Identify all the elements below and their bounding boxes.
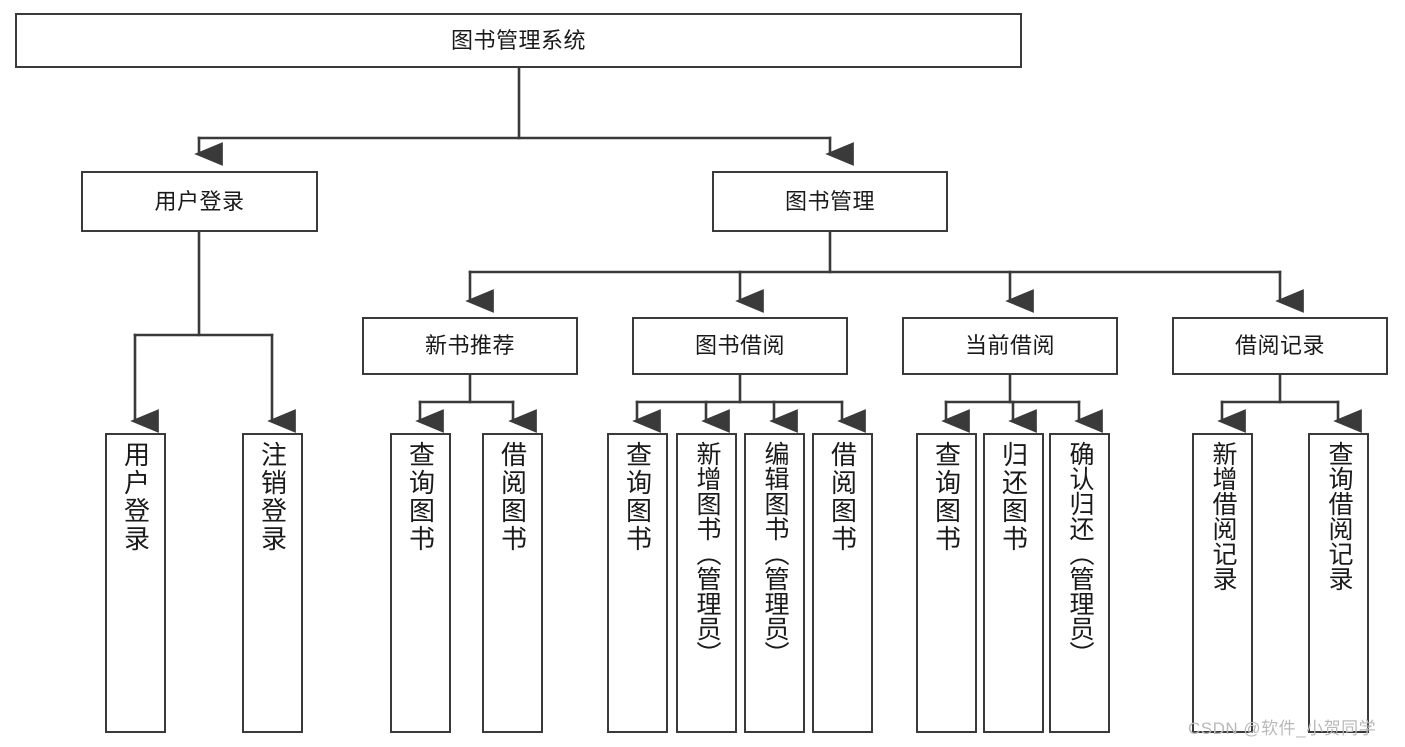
leaf-record-add[interactable]: 新增借阅记录 xyxy=(1192,433,1253,733)
node-root[interactable]: 图书管理系统 xyxy=(15,13,1022,68)
leaf-borrow-add-book[interactable]: 新增图书（管理员） xyxy=(676,433,737,733)
node-current-borrow-label: 当前借阅 xyxy=(964,333,1055,358)
leaf-recommend-query-book-label: 查询图书 xyxy=(405,441,436,553)
node-book-borrow[interactable]: 图书借阅 xyxy=(632,317,848,375)
leaf-recommend-borrow-book[interactable]: 借阅图书 xyxy=(482,433,543,733)
node-user-login-label: 用户登录 xyxy=(154,188,245,214)
leaf-current-return-book[interactable]: 归还图书 xyxy=(983,433,1044,733)
leaf-current-query-book[interactable]: 查询图书 xyxy=(916,433,977,733)
node-book-management[interactable]: 图书管理 xyxy=(712,171,948,232)
leaf-current-confirm-return[interactable]: 确认归还（管理员） xyxy=(1049,433,1110,733)
leaf-current-query-book-label: 查询图书 xyxy=(931,441,962,553)
leaf-current-return-book-label: 归还图书 xyxy=(998,441,1029,553)
leaf-borrow-borrow-book-label: 借阅图书 xyxy=(827,441,858,553)
leaf-user-login[interactable]: 用户登录 xyxy=(105,433,166,733)
leaf-user-login-label: 用户登录 xyxy=(120,441,151,553)
node-borrow-record[interactable]: 借阅记录 xyxy=(1172,317,1388,375)
leaf-recommend-query-book[interactable]: 查询图书 xyxy=(390,433,451,733)
leaf-recommend-borrow-book-label: 借阅图书 xyxy=(497,441,528,553)
leaf-borrow-edit-book[interactable]: 编辑图书（管理员） xyxy=(744,433,805,733)
node-borrow-record-label: 借阅记录 xyxy=(1234,333,1325,358)
leaf-borrow-edit-book-label: 编辑图书（管理员） xyxy=(761,441,789,666)
leaf-borrow-query-book[interactable]: 查询图书 xyxy=(607,433,668,733)
leaf-logout-label: 注销登录 xyxy=(257,441,288,553)
leaf-borrow-query-book-label: 查询图书 xyxy=(622,441,653,553)
leaf-borrow-borrow-book[interactable]: 借阅图书 xyxy=(812,433,873,733)
node-book-borrow-label: 图书借阅 xyxy=(694,333,785,358)
node-root-label: 图书管理系统 xyxy=(450,27,586,53)
leaf-borrow-add-book-label: 新增图书（管理员） xyxy=(693,441,721,666)
node-book-management-label: 图书管理 xyxy=(784,188,875,214)
node-new-book-recommendation[interactable]: 新书推荐 xyxy=(362,317,578,375)
node-user-login[interactable]: 用户登录 xyxy=(81,171,318,232)
node-new-book-recommendation-label: 新书推荐 xyxy=(424,333,515,358)
leaf-record-query-label: 查询借阅记录 xyxy=(1325,441,1353,591)
leaf-record-query[interactable]: 查询借阅记录 xyxy=(1308,433,1369,733)
leaf-record-add-label: 新增借阅记录 xyxy=(1209,441,1237,591)
leaf-logout[interactable]: 注销登录 xyxy=(242,433,303,733)
leaf-current-confirm-return-label: 确认归还（管理员） xyxy=(1066,441,1094,666)
csdn-watermark: CSDN @软件_小贺同学 xyxy=(1188,719,1377,738)
node-current-borrow[interactable]: 当前借阅 xyxy=(902,317,1118,375)
